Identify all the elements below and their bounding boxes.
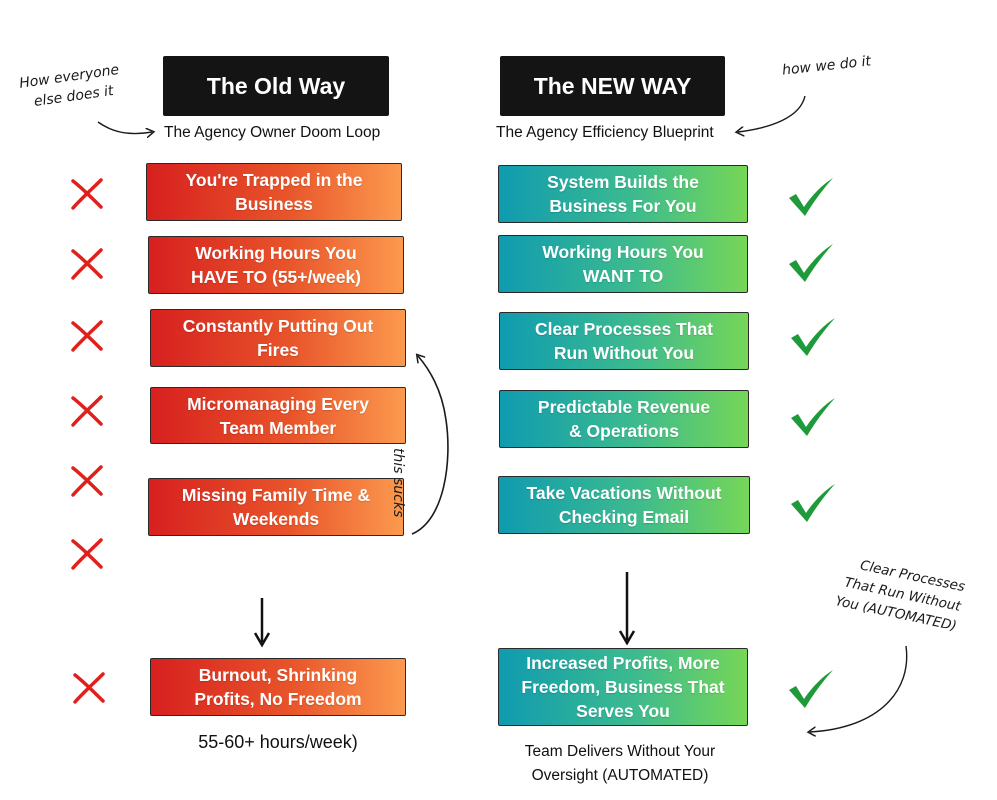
new-way-item-4-line1: Predictable Revenue xyxy=(537,397,711,417)
old-way-item-1-line1: You're Trapped in the xyxy=(185,170,363,190)
new-way-result-line3: Serves You xyxy=(576,701,670,721)
old-way-result-line1: Burnout, Shrinking xyxy=(198,665,358,685)
old-way-item-5: Missing Family Time & Weekends xyxy=(148,478,404,536)
old-way-item-1-line2: Business xyxy=(235,194,313,214)
automated-annotation-arrow xyxy=(810,645,908,732)
new-way-item-5-line2: Checking Email xyxy=(558,507,690,527)
checkmark-icon xyxy=(791,318,835,356)
left-annotation-arrow xyxy=(97,121,152,134)
new-way-item-4: Predictable Revenue & Operations xyxy=(499,390,749,448)
x-icon xyxy=(71,320,103,352)
new-way-footer: Team Delivers Without Your Oversight (AU… xyxy=(470,740,770,788)
checkmark-icon xyxy=(791,484,835,522)
right-annotation-arrow xyxy=(738,95,806,132)
loop-arrow xyxy=(411,356,449,535)
checkmark-icon xyxy=(789,670,833,708)
x-icon xyxy=(71,178,103,210)
new-way-result-line2: Freedom, Business That xyxy=(521,677,725,697)
old-way-item-5-line1: Missing Family Time & xyxy=(181,485,371,505)
old-way-item-3-line1: Constantly Putting Out xyxy=(182,316,374,336)
new-way-item-2-line2: WANT TO xyxy=(582,266,664,286)
checkmark-icon xyxy=(789,178,833,216)
checkmark-icon xyxy=(791,398,835,436)
old-way-item-3-line2: Fires xyxy=(257,340,299,360)
new-way-item-5-line1: Take Vacations Without xyxy=(526,483,722,503)
new-way-item-1-line2: Business For You xyxy=(549,196,697,216)
checkmark-icon xyxy=(789,244,833,282)
x-icon xyxy=(71,395,103,427)
old-way-item-2-line2: HAVE TO (55+/week) xyxy=(190,267,362,287)
old-way-item-4-line2: Team Member xyxy=(219,417,337,438)
new-way-item-3-line1: Clear Processes That xyxy=(534,319,713,339)
old-way-result-line2: Profits, No Freedom xyxy=(194,689,362,709)
new-way-item-1-line1: System Builds the xyxy=(547,172,699,192)
old-way-subtitle: The Agency Owner Doom Loop xyxy=(164,124,381,141)
old-way-header: The Old Way xyxy=(163,56,389,116)
new-way-item-3-line2: Run Without You xyxy=(553,343,695,363)
x-icon xyxy=(73,672,105,704)
new-way-item-2-line1: Working Hours You xyxy=(542,242,704,262)
new-way-footer-line1: Team Delivers Without Your xyxy=(524,743,716,760)
new-way-result-line1: Increased Profits, More xyxy=(526,653,720,673)
x-icon xyxy=(71,538,103,570)
x-icon xyxy=(71,248,103,280)
new-way-item-4-line2: & Operations xyxy=(569,421,679,441)
new-way-footer-line2: Oversight (AUTOMATED) xyxy=(531,767,709,784)
x-icon xyxy=(71,465,103,497)
old-way-item-2-line1: Working Hours You xyxy=(195,243,357,263)
new-way-header: The NEW WAY xyxy=(500,56,725,116)
old-way-item-5-line2: Weekends xyxy=(232,509,320,529)
old-way-item-4-line1: Micromanaging Every xyxy=(187,393,369,414)
new-way-subtitle: The Agency Efficiency Blueprint xyxy=(496,124,714,141)
old-way-footer: 55-60+ hours/week) xyxy=(198,732,358,752)
